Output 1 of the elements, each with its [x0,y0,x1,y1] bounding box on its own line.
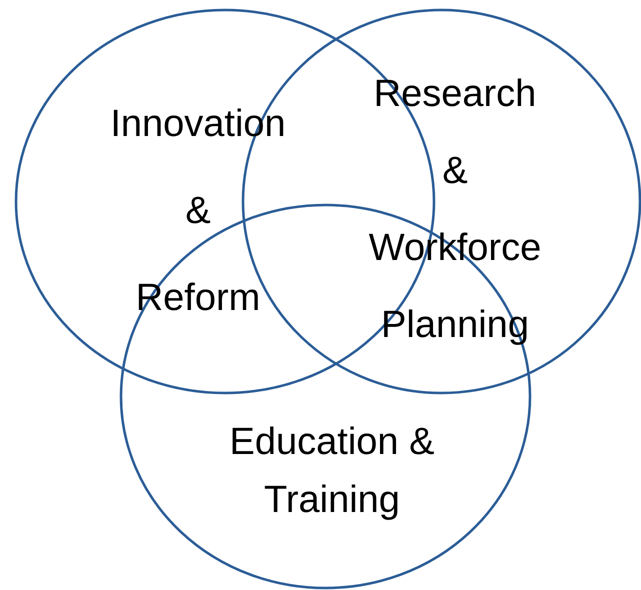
circle-label: Education & Training [228,420,436,523]
